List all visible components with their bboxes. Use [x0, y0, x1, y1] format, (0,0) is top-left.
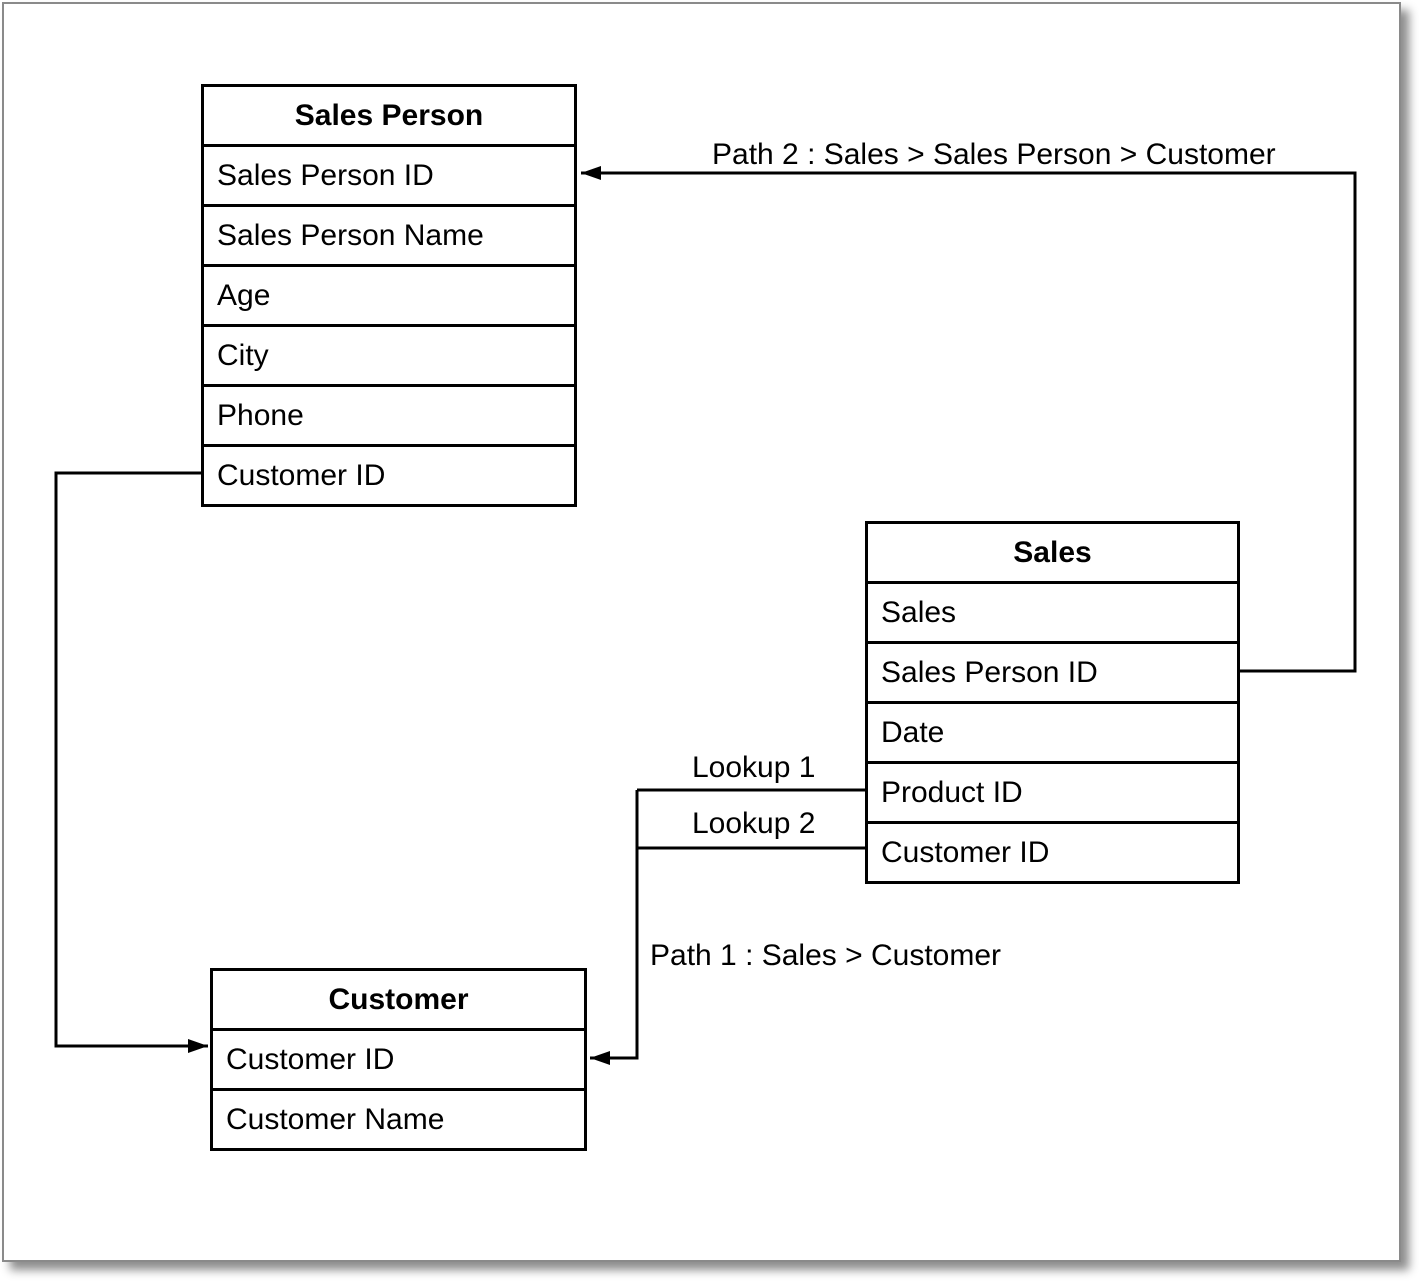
table-row: Sales Person ID: [868, 644, 1237, 704]
table-row: City: [204, 327, 574, 387]
table-row: Customer Name: [226, 1102, 445, 1136]
path2-label: Path 2 : Sales > Sales Person > Customer: [712, 138, 1276, 171]
path1-label: Path 1 : Sales > Customer: [650, 939, 1002, 972]
table-sales-person-title: Sales Person: [204, 87, 574, 147]
table-row: Product ID: [868, 764, 1237, 824]
path1-connector: [590, 790, 639, 1065]
table-sales-title: Sales: [868, 524, 1237, 584]
table-sales: Sales Sales Sales Person ID Date Product…: [865, 521, 1240, 884]
table-customer-title: Customer: [213, 971, 584, 1031]
salesperson-to-customer-connector: [54, 471, 208, 1053]
table-row: Customer ID: [881, 835, 1050, 869]
table-customer: Customer Customer ID Customer Name: [210, 968, 587, 1151]
table-row: Date: [868, 704, 1237, 764]
table-row: Sales Person Name: [204, 207, 574, 267]
table-row: Sales Person ID: [204, 147, 574, 207]
lookup1-label: Lookup 1: [692, 751, 816, 784]
table-row: Sales: [868, 584, 1237, 644]
lookup2-label: Lookup 2: [692, 807, 816, 840]
table-row: Phone: [204, 387, 574, 447]
table-row: Customer ID: [217, 458, 386, 492]
table-row: Age: [204, 267, 574, 327]
table-sales-person: Sales Person Sales Person ID Sales Perso…: [201, 84, 577, 507]
table-row: Customer ID: [213, 1031, 584, 1091]
